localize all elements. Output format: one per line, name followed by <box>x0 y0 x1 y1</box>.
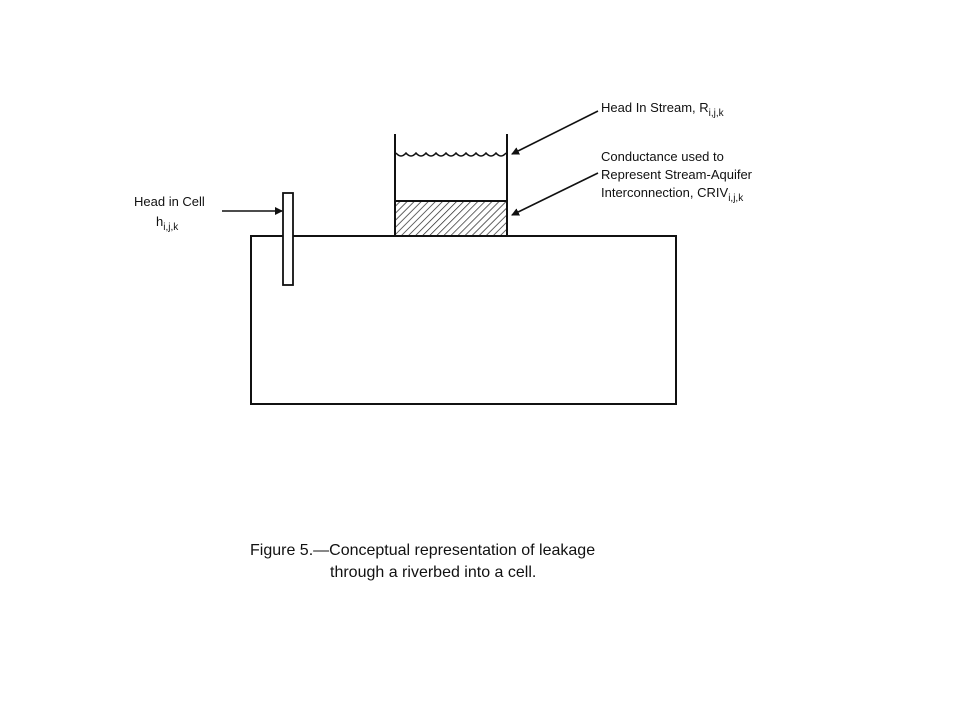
caption-line1: Figure 5.—Conceptual representation of l… <box>250 542 596 559</box>
riverbed-layer <box>394 200 508 237</box>
conductance-arrow <box>511 172 599 216</box>
caption-line2: through a riverbed into a cell. <box>330 564 537 581</box>
head-in-stream-label: Head In Stream, Ri,j,k <box>601 100 725 119</box>
aquifer-cell-block <box>250 235 677 405</box>
stream-water-surface <box>395 151 507 157</box>
head-in-cell-label-line1: Head in Cell <box>134 194 205 209</box>
head-in-stream-arrow <box>511 110 599 155</box>
conductance-label-line3: Interconnection, CRIVi,j,k <box>601 185 744 204</box>
piezometer-tube <box>282 192 294 286</box>
figure-caption: Figure 5.—Conceptual representation of l… <box>250 540 730 584</box>
conductance-label-line2: Represent Stream-Aquifer <box>601 167 753 182</box>
head-in-cell-label-line2: hi,j,k <box>156 214 179 233</box>
conductance-label-line1: Conductance used to <box>601 149 724 164</box>
